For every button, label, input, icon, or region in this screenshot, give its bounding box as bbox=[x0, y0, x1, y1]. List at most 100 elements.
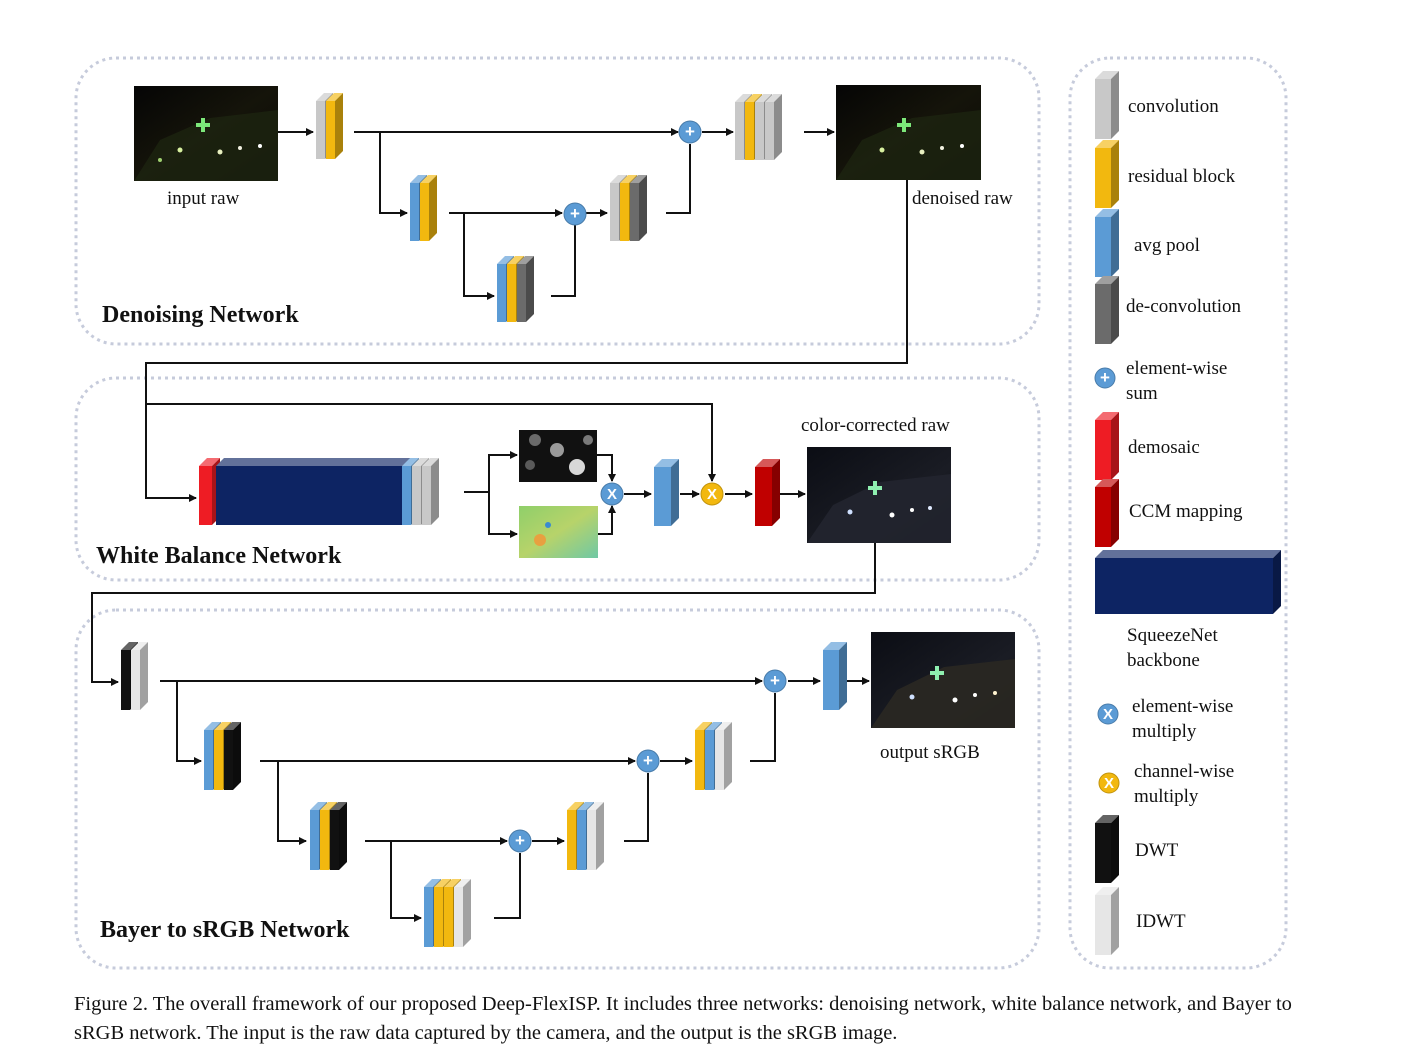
svg-text:X: X bbox=[707, 486, 717, 503]
legend-label-idwt: IDWT bbox=[1136, 911, 1186, 932]
legend-label-squeezenet: SqueezeNet bbox=[1127, 625, 1218, 646]
network-blocks bbox=[121, 93, 847, 947]
bayer-section-box bbox=[74, 608, 1041, 970]
color-corrected-raw-image bbox=[807, 447, 951, 543]
wb-elementwise-multiply-node: X bbox=[600, 482, 624, 506]
legend-symbol-emult: X bbox=[1097, 703, 1119, 725]
input-raw-image bbox=[134, 86, 278, 181]
legend-label-sum: sum bbox=[1126, 383, 1158, 404]
legend-label-sum: element-wise bbox=[1126, 358, 1227, 379]
deconv-layer bbox=[517, 256, 534, 322]
wb-conv-stack bbox=[402, 458, 439, 525]
idwt-layer bbox=[715, 722, 732, 790]
legend-label-residual: residual block bbox=[1128, 166, 1236, 187]
legend-item-deconv: de-convolution bbox=[1095, 276, 1242, 344]
legend-swatch-deconv bbox=[1095, 276, 1119, 344]
svg-text:+: + bbox=[1100, 368, 1110, 387]
denoised-raw-image bbox=[836, 85, 981, 180]
svg-text:+: + bbox=[685, 122, 695, 141]
legend-item-dwt: DWT bbox=[1095, 815, 1179, 883]
denoised-raw-label: denoised raw bbox=[912, 188, 1013, 209]
bs-enc2-block bbox=[310, 802, 347, 870]
idwt-layer bbox=[587, 802, 604, 870]
legend-item-demosaic: demosaic bbox=[1095, 412, 1200, 480]
legend-item-squeezenet: SqueezeNet backbone bbox=[1095, 550, 1281, 671]
operation-nodes: + + X X + + + bbox=[508, 120, 787, 853]
legend-label-emult: multiply bbox=[1132, 721, 1197, 742]
bs-dec1-block bbox=[695, 722, 732, 790]
bayer-to-srgb-network-title: Bayer to sRGB Network bbox=[100, 917, 350, 943]
dn-tail-block bbox=[735, 94, 782, 160]
output-srgb-image bbox=[871, 632, 1015, 728]
legend-label-dwt: DWT bbox=[1135, 840, 1179, 861]
residual-layer bbox=[420, 175, 437, 241]
svg-text:X: X bbox=[607, 486, 617, 503]
legend-swatch-idwt bbox=[1095, 887, 1119, 955]
wb-channelwise-multiply-node: X bbox=[700, 482, 724, 506]
input-raw-label: input raw bbox=[167, 188, 240, 209]
bs-sum-node-low: + bbox=[508, 829, 532, 853]
legend-swatch-residual bbox=[1095, 140, 1119, 208]
legend-item-sum: + element-wise sum bbox=[1094, 358, 1227, 404]
legend-item-convolution: convolution bbox=[1095, 71, 1219, 139]
denoising-network-title: Denoising Network bbox=[102, 302, 299, 328]
legend: convolution residual block avg pool de-conv… bbox=[1094, 71, 1281, 955]
legend-symbol-sum: + bbox=[1094, 367, 1116, 389]
svg-text:+: + bbox=[515, 831, 525, 850]
legend-symbol-cmult: X bbox=[1098, 772, 1120, 794]
white-balance-network-title: White Balance Network bbox=[96, 543, 342, 569]
dn-enc1-block bbox=[410, 175, 437, 241]
bs-sum-node-mid: + bbox=[636, 749, 660, 773]
svg-text:X: X bbox=[1103, 706, 1113, 723]
bs-head-block bbox=[121, 642, 148, 710]
connections bbox=[91, 128, 908, 922]
dwt-layer bbox=[330, 802, 347, 870]
svg-text:+: + bbox=[570, 204, 580, 223]
dn-dec1-block bbox=[610, 175, 647, 241]
svg-text:+: + bbox=[770, 671, 780, 690]
dn-sum-node-top: + bbox=[678, 120, 702, 144]
legend-swatch-squeezenet bbox=[1095, 550, 1281, 614]
legend-label-cmult: multiply bbox=[1134, 786, 1199, 807]
legend-swatch-convolution bbox=[1095, 71, 1119, 139]
bs-bottleneck-block bbox=[424, 879, 471, 947]
residual-layer bbox=[326, 93, 343, 159]
svg-text:+: + bbox=[643, 751, 653, 770]
legend-item-idwt: IDWT bbox=[1095, 887, 1186, 955]
idwt-layer bbox=[454, 879, 471, 947]
illumination-map-image bbox=[519, 506, 598, 558]
bs-dec2-block bbox=[567, 802, 604, 870]
legend-label-deconv: de-convolution bbox=[1126, 296, 1242, 317]
legend-label-cmult: channel-wise bbox=[1134, 761, 1234, 782]
framework-diagram: Denoising Network White Balance Network … bbox=[74, 56, 1288, 970]
legend-swatch-ccm bbox=[1095, 479, 1119, 547]
dn-bottleneck-block bbox=[497, 256, 534, 322]
denoising-section-box bbox=[74, 56, 1041, 346]
convolution-layer bbox=[765, 94, 782, 160]
output-srgb-label: output sRGB bbox=[880, 742, 980, 763]
color-corrected-raw-label: color-corrected raw bbox=[801, 415, 950, 436]
legend-item-residual: residual block bbox=[1095, 140, 1236, 208]
white-balance-section-box bbox=[74, 376, 1041, 582]
dn-sum-node-mid: + bbox=[563, 202, 587, 226]
confidence-map-image bbox=[519, 430, 597, 482]
idwt-layer bbox=[131, 642, 148, 710]
legend-label-demosaic: demosaic bbox=[1128, 437, 1200, 458]
legend-label-squeezenet: backbone bbox=[1127, 650, 1200, 671]
legend-label-emult: element-wise bbox=[1132, 696, 1233, 717]
bs-tail-avgpool-layer bbox=[823, 642, 847, 710]
wb-ccm-layer bbox=[755, 459, 780, 526]
figure-caption: Figure 2. The overall framework of our p… bbox=[74, 993, 1292, 1044]
svg-text:X: X bbox=[1104, 775, 1114, 792]
dn-head-block bbox=[316, 93, 343, 159]
legend-swatch-demosaic bbox=[1095, 412, 1119, 480]
legend-label-ccm: CCM mapping bbox=[1129, 501, 1243, 522]
convolution-layer bbox=[422, 458, 439, 525]
wb-squeezenet-backbone bbox=[216, 458, 410, 525]
legend-item-ccm: CCM mapping bbox=[1095, 479, 1243, 547]
legend-label-avgpool: avg pool bbox=[1134, 235, 1200, 256]
deconv-layer bbox=[630, 175, 647, 241]
legend-swatch-avgpool bbox=[1095, 209, 1119, 277]
